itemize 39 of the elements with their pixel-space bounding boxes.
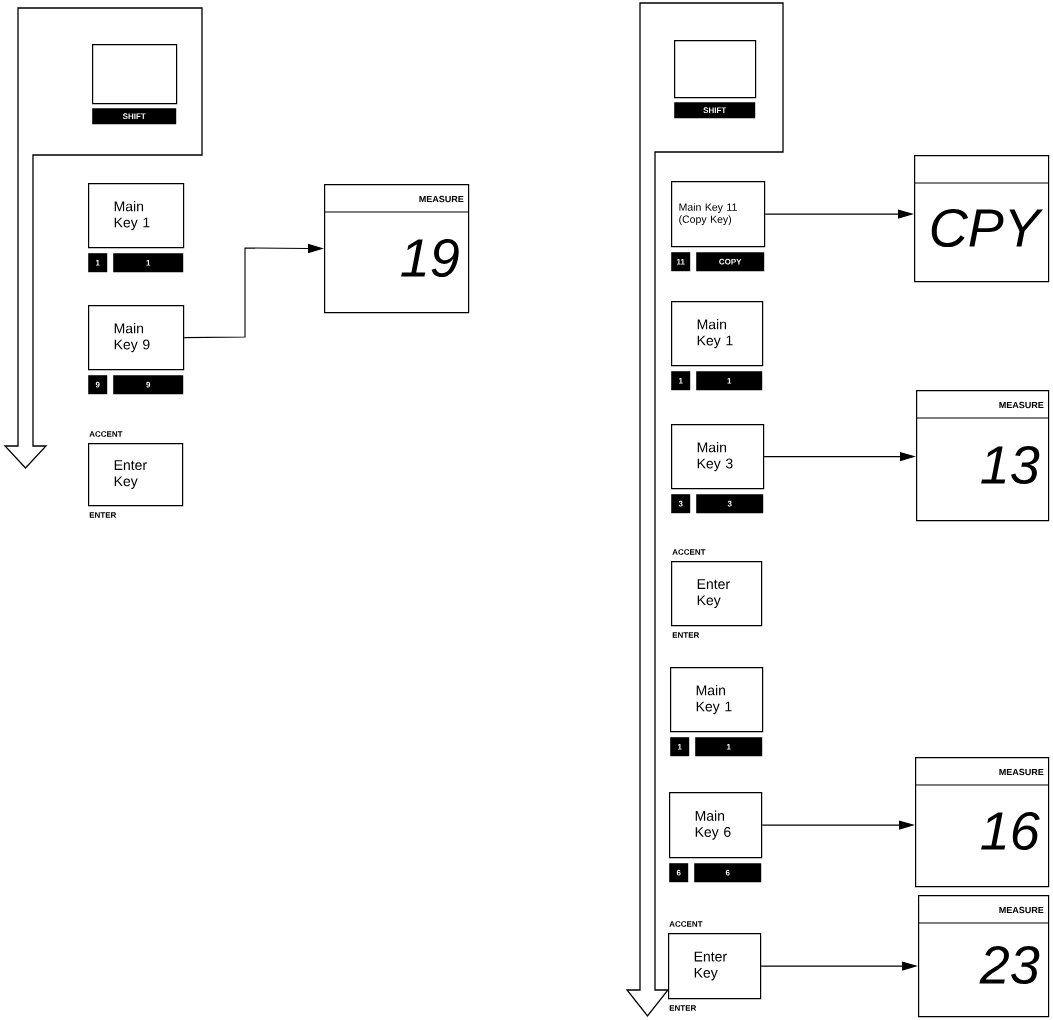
key-box: Main Key 11 (Copy Key) [671,181,766,248]
lcd-display: CPY [913,155,1050,283]
key-label: 11 [671,252,691,272]
lcd-display: MEASURE 13 [915,390,1050,522]
key-label: 1 [671,371,691,391]
key-box: Main Key 3 [671,424,765,490]
key-box: Main Key 6 [669,792,763,859]
key-label: ENTER [669,1005,697,1011]
key-box: Main Key 1 [88,183,185,249]
key-label: SHIFT [674,102,756,119]
key-label: SHIFT [92,108,177,125]
key-label: 1 [695,737,763,757]
key-box: Enter Key [668,933,762,1000]
key-label: ACCENT [669,921,703,927]
key-label: COPY [696,252,765,272]
key-box [674,40,757,99]
key-box: Enter Key [88,443,184,507]
key-box [92,44,178,105]
key-box: Main Key 9 [88,305,185,371]
key-label: 3 [696,494,764,514]
lcd-display: MEASURE 16 [914,757,1050,888]
key-label: 1 [113,253,184,273]
key-label: 6 [669,863,689,883]
key-label: ENTER [89,512,117,518]
lcd-display: MEASURE 19 [323,184,470,314]
key-label: 1 [88,253,108,273]
key-label: ACCENT [672,549,706,555]
key-label: 9 [88,375,108,395]
key-label: 3 [671,494,691,514]
key-label: ACCENT [89,431,123,437]
key-label: ENTER [672,632,700,638]
key-label: 1 [696,371,763,391]
lcd-display: MEASURE 23 [917,895,1050,1018]
key-box: Main Key 1 [670,667,764,733]
key-box: Main Key 1 [671,301,764,367]
key-label: 6 [694,863,762,883]
key-label: 1 [670,737,690,757]
key-box: Enter Key [671,561,763,627]
key-label: 9 [113,375,184,395]
